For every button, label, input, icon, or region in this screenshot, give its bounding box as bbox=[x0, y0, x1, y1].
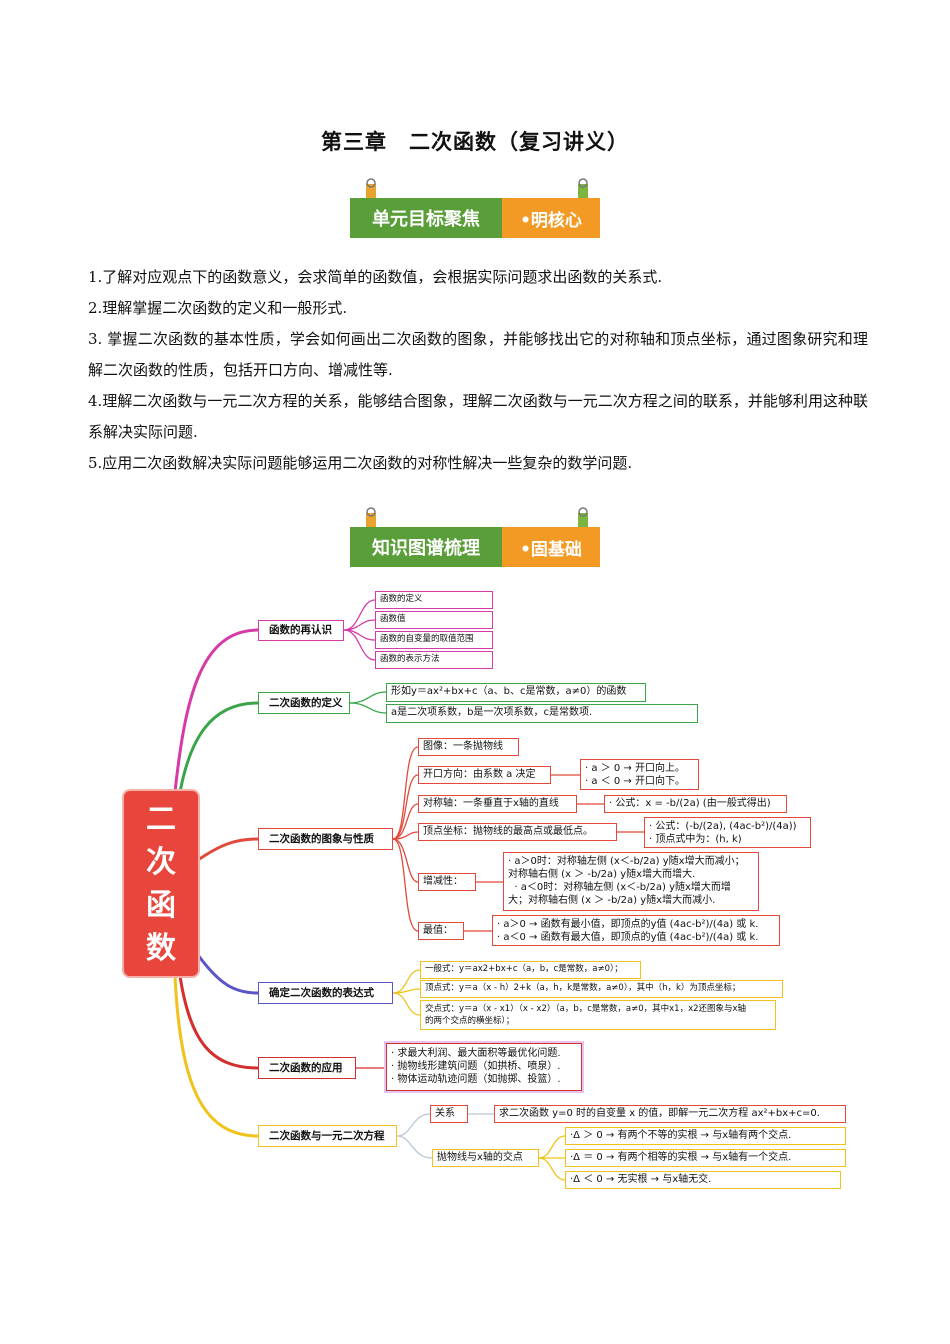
b1-item: 函数的自变量的取值范围 bbox=[375, 631, 493, 649]
detail-line: · 顶点式中为：(h, k) bbox=[649, 834, 742, 845]
center-char: 次 bbox=[146, 844, 176, 880]
goals-list: 1.了解对应观点下的函数意义，会求简单的函数值，会根据实际问题求出函数的关系式.… bbox=[88, 262, 868, 479]
b1-item: 函数的定义 bbox=[375, 591, 493, 609]
b4-item: 一般式：y＝ax2+bx+c（a，b，c是常数，a≠0）； bbox=[420, 961, 641, 979]
b6-inter: 抛物线与x轴的交点 bbox=[432, 1149, 539, 1167]
goal-item: 4.理解二次函数与一元二次方程的关系，能够结合图象，理解二次函数与一元二次方程之… bbox=[88, 392, 868, 441]
mind-map-center: 二 次 函 数 bbox=[124, 791, 198, 976]
b3-mono-detail: · a＞0时：对称轴左侧 (x＜-b/2a) y随x增大而减小； 对称轴右侧 (… bbox=[503, 852, 759, 911]
branch-line-b5 bbox=[178, 975, 259, 1070]
detail-line: · a＜0 → 函数有最大值，即顶点的y值 (4ac-b²)/(4a) 或 k. bbox=[497, 932, 759, 943]
branch-b2-label: 二次函数的定义 bbox=[258, 692, 350, 714]
clip-icon bbox=[578, 178, 588, 198]
branch-b6-label: 二次函数与一元二次方程 bbox=[258, 1125, 397, 1147]
detail-line: · a ＞ 0 → 开口向上。 bbox=[585, 763, 685, 774]
b3-image: 图像：一条抛物线 bbox=[418, 738, 519, 756]
detail-line: 交点式：y＝a（x - x1）（x - x2）（a，b，c是常数，a≠0，其中x… bbox=[425, 1004, 747, 1014]
banner-right-text: •明核心 bbox=[502, 198, 600, 238]
detail-line: · 公式：(-b/(2a), (4ac-b²)/(4a)) bbox=[649, 821, 797, 832]
branch-b3-label: 二次函数的图象与性质 bbox=[258, 828, 393, 850]
branch-b1-label: 函数的再认识 bbox=[258, 620, 344, 641]
b3-open-detail: · a ＞ 0 → 开口向上。 · a ＜ 0 → 开口向下。 bbox=[580, 759, 699, 790]
b6-inter-item: ·Δ ＜ 0 → 无实根 → 与x轴无交. bbox=[565, 1171, 841, 1189]
clip-icon bbox=[366, 507, 376, 527]
detail-line: · 抛物线形建筑问题（如拱桥、喷泉）. bbox=[391, 1061, 561, 1072]
banner-right-text: •固基础 bbox=[502, 527, 600, 567]
banner-left-text: 单元目标聚焦 bbox=[350, 198, 502, 238]
b1-item: 函数值 bbox=[375, 611, 493, 629]
b6-rel-detail: 求二次函数 y=0 时的自变量 x 的值，即解一元二次方程 ax²+bx+c=0… bbox=[494, 1105, 846, 1123]
clip-icon bbox=[366, 178, 376, 198]
b2-item: a是二次项系数，b是一次项系数，c是常数项. bbox=[386, 704, 698, 723]
branch-line-b3 bbox=[197, 837, 259, 862]
detail-line: · 物体运动轨迹问题（如抛掷、投篮）. bbox=[391, 1074, 561, 1085]
b3-axis-detail: · 公式：x = -b/(2a) (由一般式得出) bbox=[604, 795, 787, 813]
clip-icon bbox=[578, 507, 588, 527]
branch-b4-label: 确定二次函数的表达式 bbox=[258, 982, 393, 1004]
detail-line: 的两个交点的横坐标）； bbox=[425, 1016, 515, 1026]
b6-inter-item: ·Δ ＞ 0 → 有两个不等的实根 → 与x轴有两个交点. bbox=[565, 1127, 846, 1145]
goal-item: 2.理解掌握二次函数的定义和一般形式. bbox=[88, 299, 348, 317]
center-char: 函 bbox=[146, 887, 176, 923]
center-char: 二 bbox=[146, 801, 176, 837]
b4-item: 顶点式：y＝a（x - h）2+k（a，h，k是常数，a≠0），其中（h，k）为… bbox=[420, 980, 783, 998]
detail-line: 对称轴右侧 (x ＞ -b/2a) y随x增大而增大. bbox=[508, 869, 696, 880]
center-char: 数 bbox=[146, 930, 176, 966]
branch-line-b1 bbox=[173, 628, 259, 793]
detail-line: · a＞0 → 函数有最小值，即顶点的y值 (4ac-b²)/(4a) 或 k. bbox=[497, 919, 759, 930]
goal-item: 5.应用二次函数解决实际问题能够运用二次函数的对称性解决一些复杂的数学问题. bbox=[88, 454, 633, 472]
branch-line-b2 bbox=[178, 701, 259, 793]
b4-item-3: 交点式：y＝a（x - x1）（x - x2）（a，b，c是常数，a≠0，其中x… bbox=[420, 1000, 776, 1030]
detail-line: 大；对称轴右侧 (x ＞ -b/2a) y随x增大而减小. bbox=[508, 895, 716, 906]
section-banner-map: 知识图谱梳理 •固基础 bbox=[350, 507, 600, 567]
section-banner-goals: 单元目标聚焦 •明核心 bbox=[350, 178, 600, 238]
branch-line-b4 bbox=[196, 954, 259, 995]
b3-open: 开口方向：由系数 a 决定 bbox=[418, 766, 551, 784]
b1-item: 函数的表示方法 bbox=[375, 651, 493, 669]
detail-line: · a ＜ 0 → 开口向下。 bbox=[585, 776, 685, 787]
branch-b5-label: 二次函数的应用 bbox=[258, 1057, 356, 1079]
b5-detail: · 求最大利润、最大面积等最优化问题. · 抛物线形建筑问题（如拱桥、喷泉）. … bbox=[386, 1043, 582, 1091]
detail-line: · 求最大利润、最大面积等最优化问题. bbox=[391, 1048, 561, 1059]
b3-vertex: 顶点坐标：抛物线的最高点或最低点。 bbox=[418, 823, 617, 841]
b3-max-detail: · a＞0 → 函数有最小值，即顶点的y值 (4ac-b²)/(4a) 或 k.… bbox=[492, 915, 780, 946]
b6-rel: 关系 bbox=[430, 1105, 468, 1123]
goal-item: 1.了解对应观点下的函数意义，会求简单的函数值，会根据实际问题求出函数的关系式. bbox=[88, 268, 663, 286]
branch-line-b6 bbox=[173, 975, 259, 1138]
detail-line: · a＞0时：对称轴左侧 (x＜-b/2a) y随x增大而减小； bbox=[508, 856, 745, 867]
detail-line: · a＜0时：对称轴左侧 (x＜-b/2a) y随x增大而增 bbox=[508, 882, 731, 893]
page-title: 第三章 二次函数（复习讲义） bbox=[321, 130, 629, 154]
goal-item: 3. 掌握二次函数的基本性质，学会如何画出二次函数的图象，并能够找出它的对称轴和… bbox=[88, 330, 868, 379]
b3-vertex-detail: · 公式：(-b/(2a), (4ac-b²)/(4a)) · 顶点式中为：(h… bbox=[644, 817, 811, 848]
b3-max: 最值： bbox=[418, 922, 464, 940]
b6-inter-item: ·Δ ＝ 0 → 有两个相等的实根 → 与x轴有一个交点. bbox=[565, 1149, 846, 1167]
b2-item: 形如y＝ax²+bx+c（a、b、c是常数，a≠0）的函数 bbox=[386, 683, 646, 702]
b3-axis: 对称轴：一条垂直于x轴的直线 bbox=[418, 795, 577, 813]
b3-mono: 增减性： bbox=[418, 873, 476, 891]
banner-left-text: 知识图谱梳理 bbox=[350, 527, 502, 567]
